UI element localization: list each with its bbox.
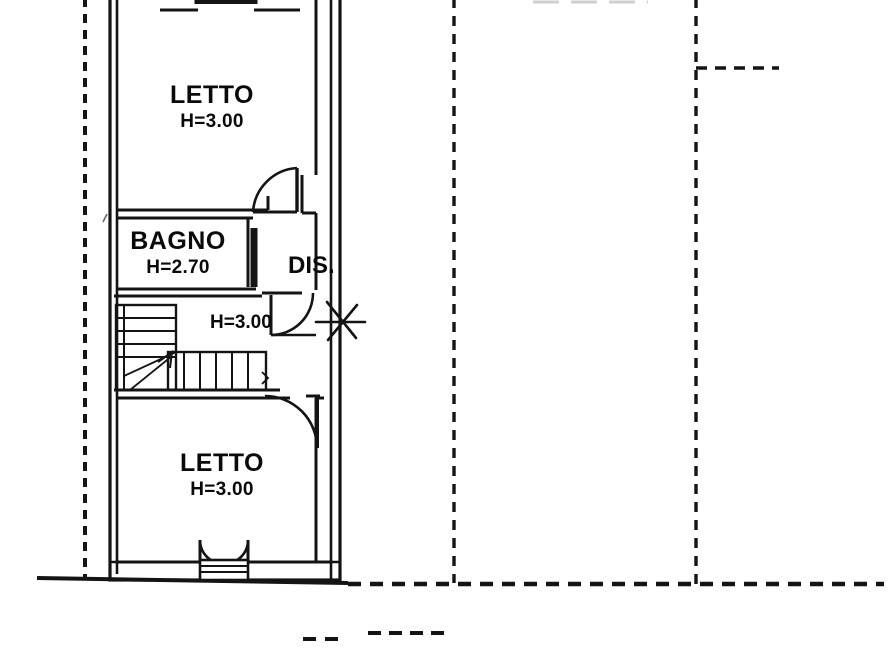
room-height-letto-lower: H=3.00 <box>190 479 254 501</box>
door-swing-bagno <box>270 292 315 337</box>
window-top-leaf-left-arc <box>218 0 222 5</box>
doors <box>251 166 320 449</box>
room-label-dis: DIS. <box>288 252 335 280</box>
asterisk-stroke-d1 <box>325 300 358 340</box>
room-name-letto-lower: LETTO <box>180 449 264 477</box>
window-bottom <box>117 539 331 582</box>
window-top-leaf-left <box>195 0 208 4</box>
staircase <box>114 303 270 392</box>
asterisk-stroke-d2 <box>326 303 359 342</box>
stair-winder-diagonal-2 <box>129 355 173 391</box>
room-height-letto-upper: H=3.00 <box>180 111 244 133</box>
asterisk-marker <box>314 300 367 342</box>
property-boundary-lines <box>83 0 884 641</box>
stray-tick-mark <box>102 213 108 223</box>
room-name-bagno: BAGNO <box>130 227 226 255</box>
window-top <box>160 0 300 12</box>
window-top-leaf-right-arc <box>230 0 234 5</box>
room-name-dis: DIS. <box>288 252 335 279</box>
room-label-letto-upper: LETTO H=3.00 <box>170 82 254 132</box>
door-swing-letto-upper <box>251 166 298 213</box>
stair-run-end-arrow <box>261 371 270 385</box>
door-swing-letto-lower <box>264 394 319 449</box>
room-name-letto-upper: LETTO <box>170 81 254 109</box>
room-label-bagno: BAGNO H=2.70 <box>130 228 226 278</box>
room-height-dis: H=3.00 <box>210 312 272 334</box>
room-height-dis-text: H=3.00 <box>210 312 272 333</box>
room-height-bagno: H=2.70 <box>146 257 210 279</box>
stair-direction-arrow <box>157 349 174 369</box>
room-label-letto-lower: LETTO H=3.00 <box>180 450 264 500</box>
stair-upper-flight-outline <box>114 303 178 392</box>
window-bottom-sill-block <box>198 558 250 582</box>
